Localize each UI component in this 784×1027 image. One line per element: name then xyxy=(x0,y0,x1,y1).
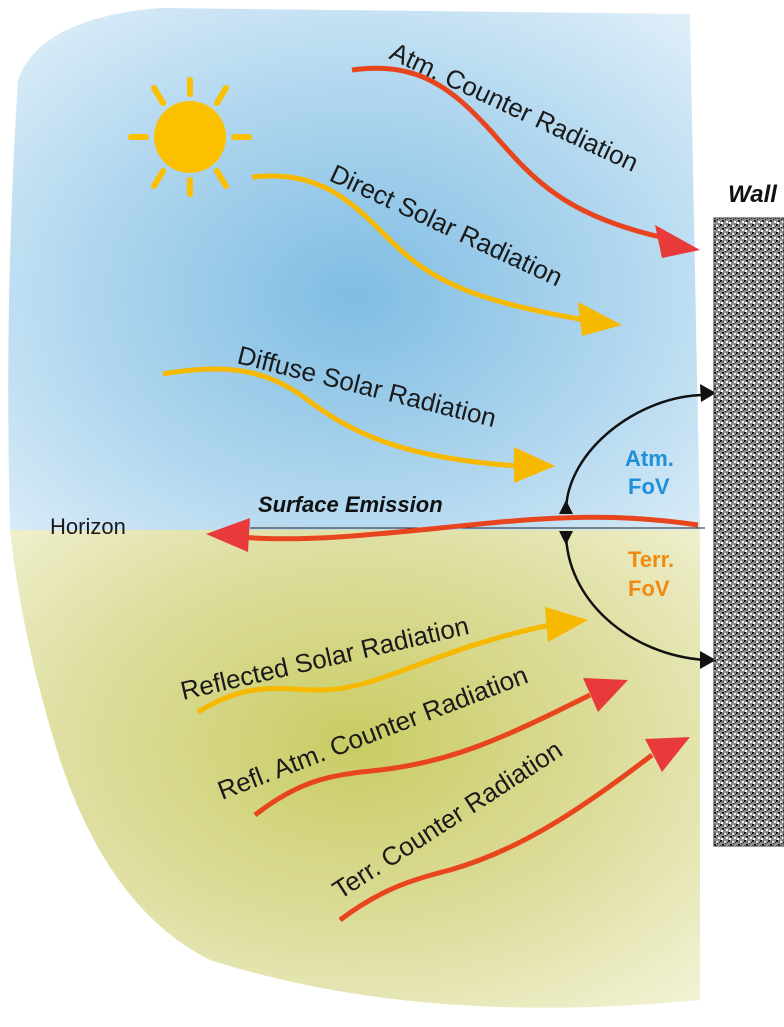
surface-emission-arrow xyxy=(206,514,699,552)
label-surface-emission: Surface Emission xyxy=(258,492,443,517)
refl-atm-counter-arrow xyxy=(253,678,628,817)
fov-arrowheads xyxy=(559,384,716,669)
terr-counter-arrow xyxy=(338,737,690,923)
label-wall: Wall xyxy=(728,181,778,208)
atm-counter-arrow xyxy=(351,65,700,258)
label-atm-fov-1: Atm. xyxy=(625,446,674,471)
sun-icon xyxy=(128,77,252,197)
label-terr-fov-2: FoV xyxy=(628,576,670,601)
ground-region xyxy=(10,530,700,1008)
label-atm-fov-2: FoV xyxy=(628,474,670,499)
direct-solar-arrow xyxy=(251,173,622,336)
reflected-solar-arrow xyxy=(196,607,588,715)
fov-arcs xyxy=(564,393,706,662)
wall xyxy=(713,217,784,847)
diffuse-solar-arrow xyxy=(162,366,555,483)
sky-region xyxy=(8,8,700,530)
label-terr-fov-1: Terr. xyxy=(628,547,674,572)
label-horizon: Horizon xyxy=(50,514,126,539)
